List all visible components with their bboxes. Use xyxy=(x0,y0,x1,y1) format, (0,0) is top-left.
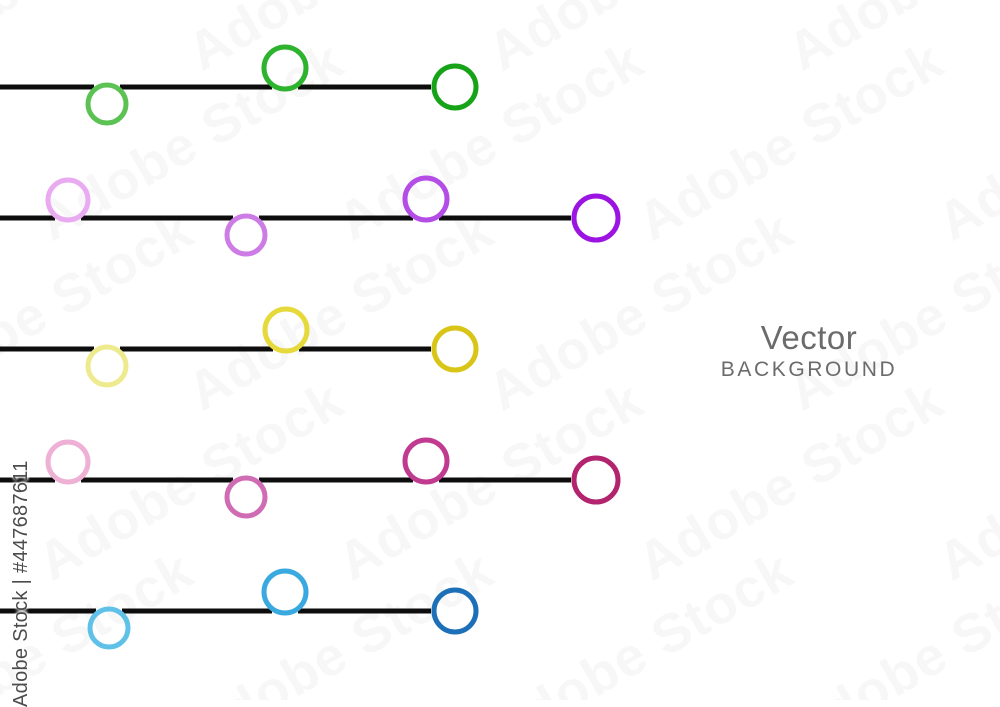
title-block: Vector BACKGROUND xyxy=(688,321,930,380)
node-circle-below xyxy=(87,606,131,650)
node-circle-above xyxy=(262,306,310,354)
timeline-row-green xyxy=(0,44,479,126)
node-circle-end xyxy=(431,587,479,635)
node-circle-above xyxy=(45,177,91,223)
node-circle-above xyxy=(261,44,309,92)
node-circle-below xyxy=(224,213,268,257)
node-circle-below xyxy=(85,344,129,388)
timeline-row-purple xyxy=(0,175,621,257)
node-circle-end xyxy=(431,63,479,111)
timeline-row-pink xyxy=(0,437,621,519)
node-circle-below xyxy=(85,82,129,126)
timeline-row-blue xyxy=(0,568,479,650)
node-circle-end xyxy=(571,455,621,505)
node-circle-below xyxy=(224,475,268,519)
node-circle-above xyxy=(402,437,450,485)
node-circle-above xyxy=(402,175,450,223)
node-circle-end xyxy=(431,325,479,373)
adobe-stock-watermark-id: Adobe Stock | #447687611 xyxy=(10,460,32,707)
node-circle-end xyxy=(571,193,621,243)
title-vector: Vector xyxy=(760,319,858,356)
title-background: BACKGROUND xyxy=(720,358,898,381)
node-circle-above xyxy=(261,568,309,616)
timeline-row-yellow xyxy=(0,306,479,388)
node-circle-above xyxy=(45,439,91,485)
